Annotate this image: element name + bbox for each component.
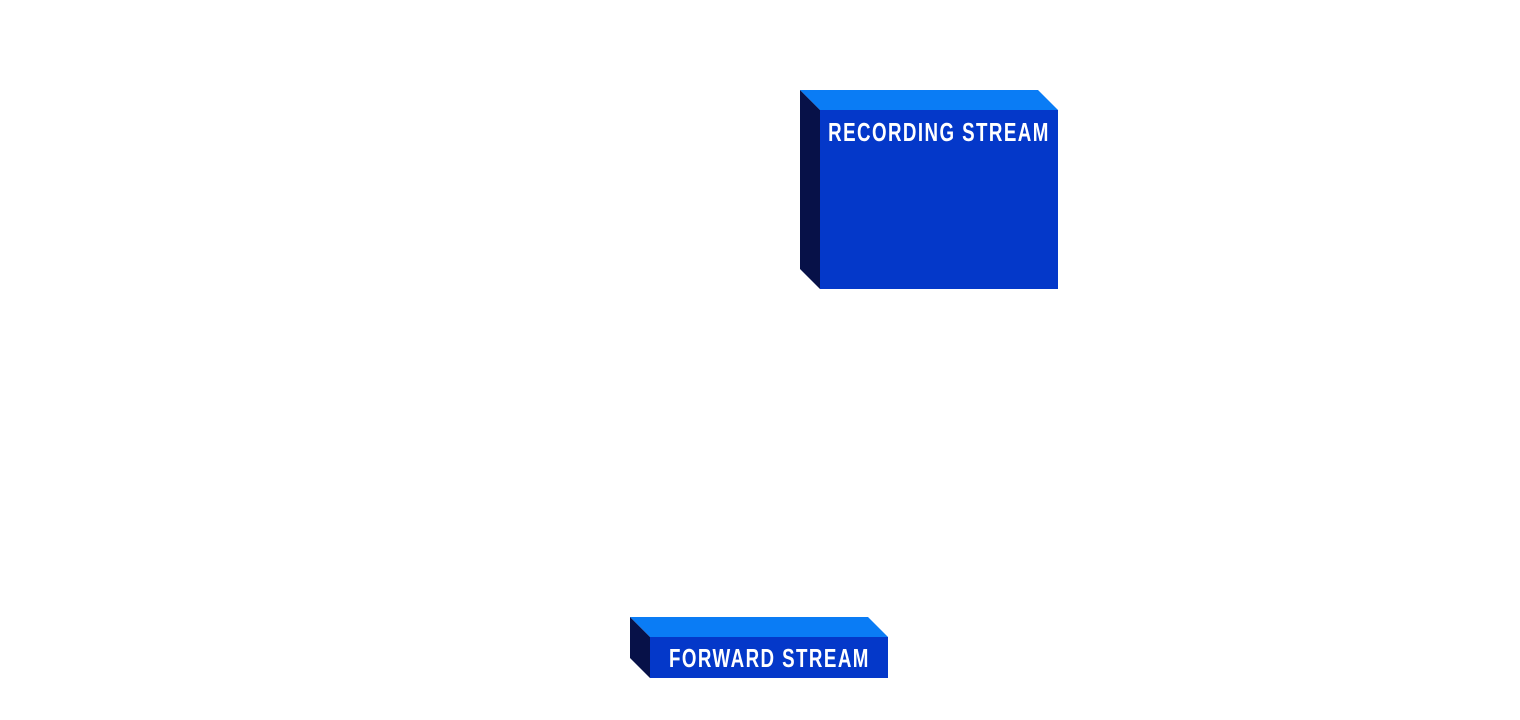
forward-stream-side-face <box>630 617 650 678</box>
forward-stream-box: FORWARD STREAM <box>630 617 888 678</box>
forward-stream-top-face <box>630 617 888 637</box>
recording-stream-box: RECORDING STREAM <box>800 90 1058 289</box>
recording-stream-side-face <box>800 90 820 289</box>
forward-stream-front-face: FORWARD STREAM <box>650 637 888 678</box>
recording-stream-label: RECORDING STREAM <box>828 117 1050 147</box>
recording-stream-front-face: RECORDING STREAM <box>820 110 1058 289</box>
recording-stream-top-face <box>800 90 1058 110</box>
forward-stream-label: FORWARD STREAM <box>668 642 870 673</box>
